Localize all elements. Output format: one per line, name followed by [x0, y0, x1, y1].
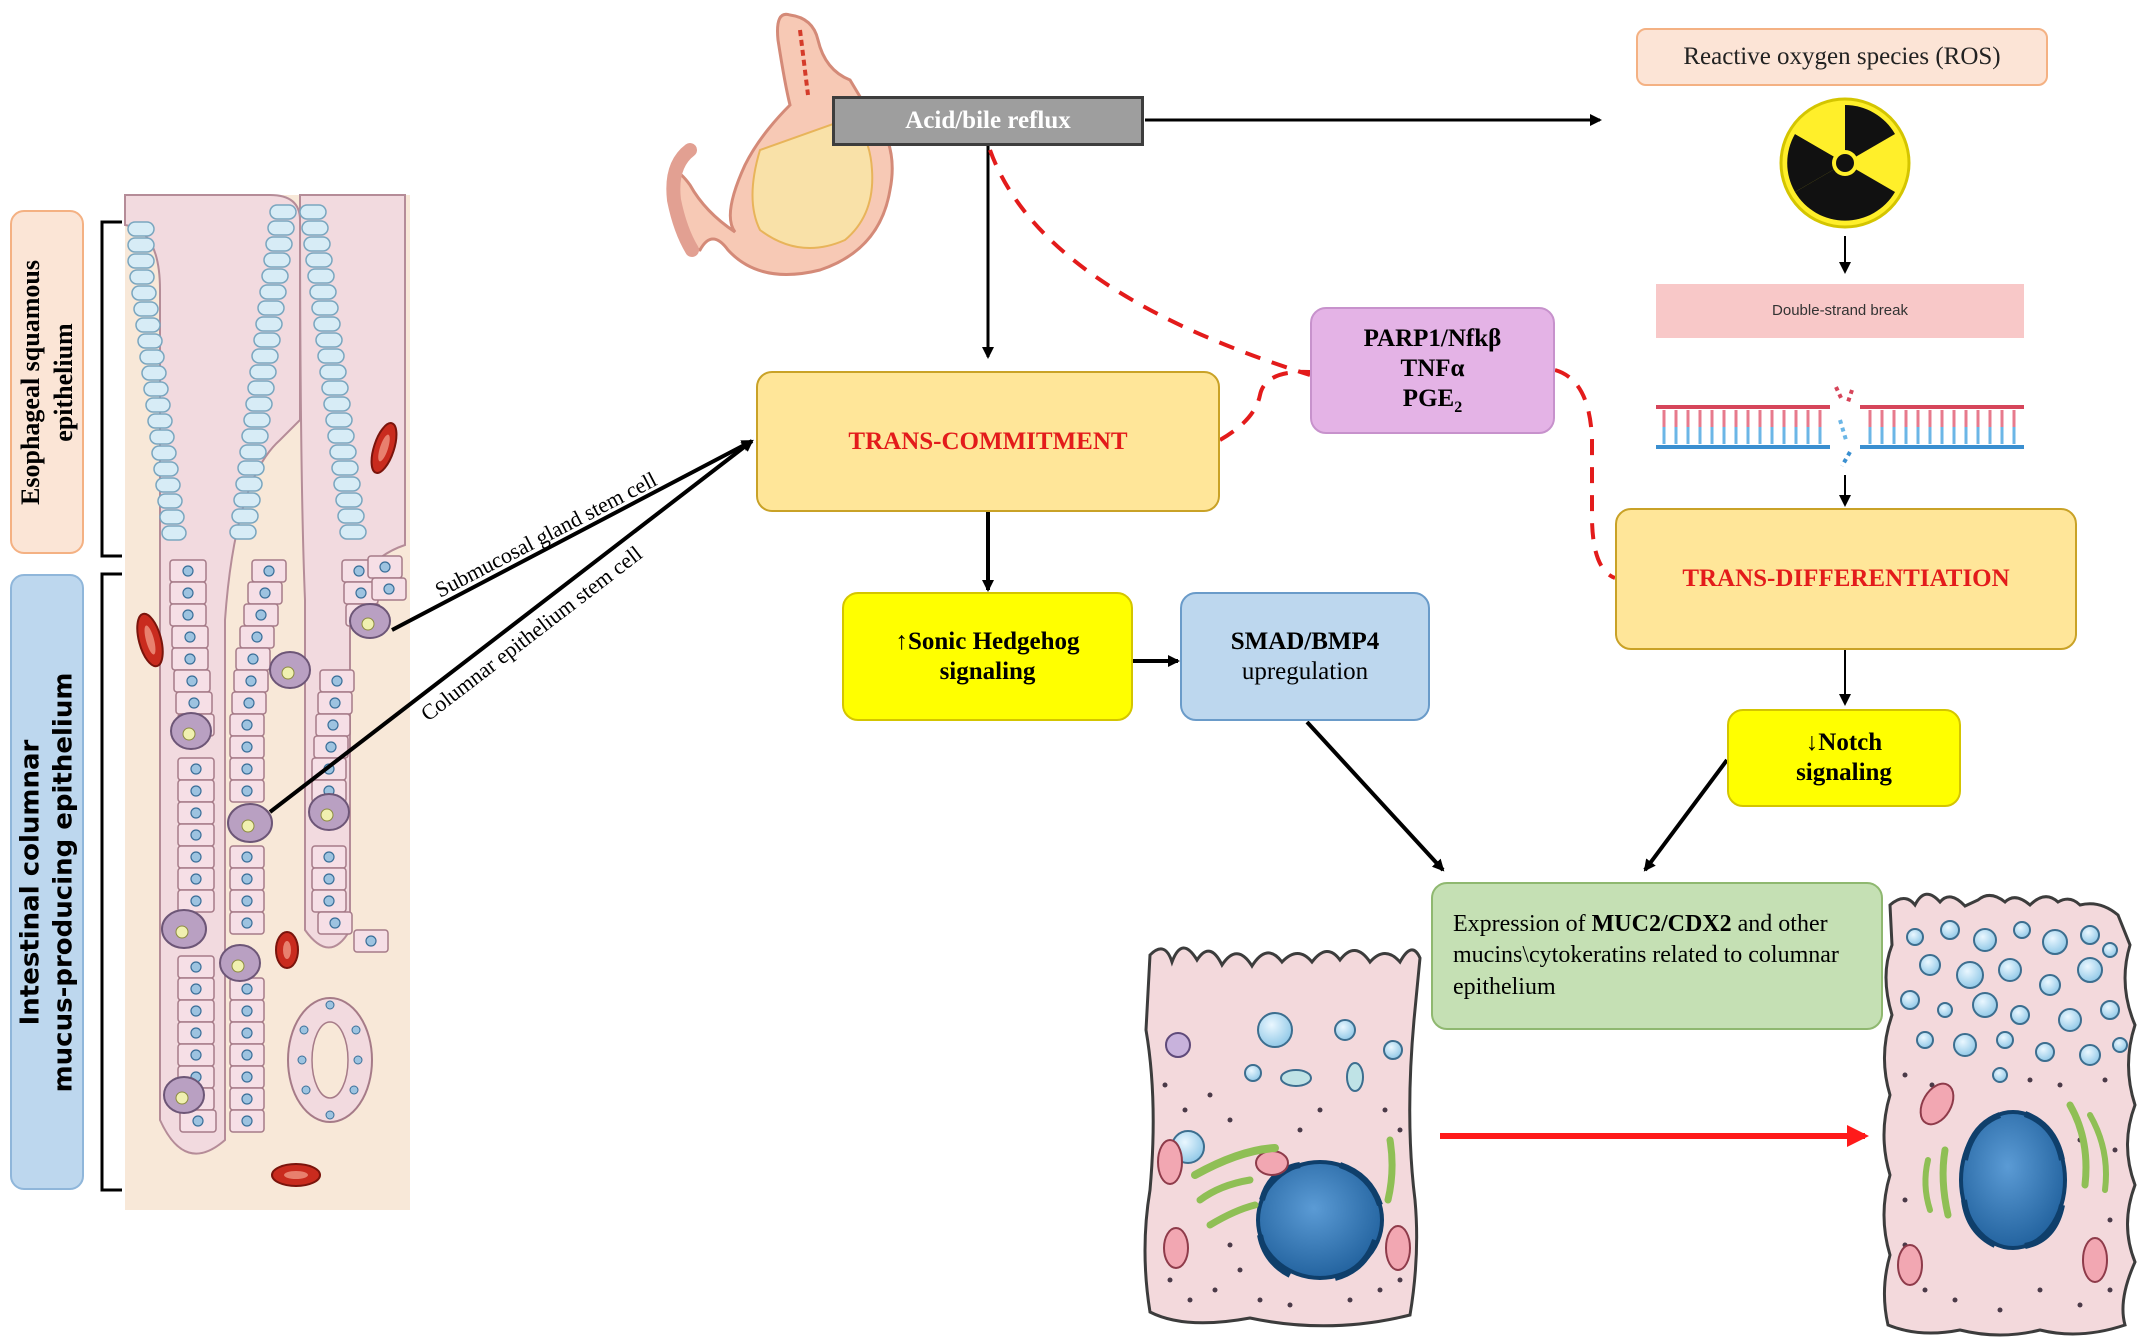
- expression-suffix: and other mucins\cytokeratins related to…: [1453, 911, 1839, 1000]
- original-cell-illustration: [1143, 946, 1422, 1328]
- esophageal-label-text: Esophageal squamous epithelium: [15, 260, 80, 505]
- intestinal-label-text: Intestinal columnar mucus-producing epit…: [15, 672, 80, 1092]
- arrow-columnar-stem: [268, 439, 754, 814]
- shh-line1: ↑Sonic Hedgehog: [895, 627, 1080, 655]
- expression-box: Expression of MUC2/CDX2 and other mucins…: [1431, 882, 1883, 1030]
- intestinal-label: Intestinal columnar mucus-producing epit…: [10, 574, 84, 1190]
- esophageal-label: Esophageal squamous epithelium: [10, 210, 84, 554]
- parp-line3: PGE2: [1403, 384, 1462, 417]
- intestinal-line2: mucus-producing epithelium: [48, 672, 79, 1092]
- notch-box: ↓Notch signaling: [1727, 709, 1961, 807]
- epithelium-illustration: [124, 194, 410, 1210]
- trans-commitment-label: TRANS-COMMITMENT: [848, 427, 1128, 455]
- arrow-submucosal: [391, 439, 754, 632]
- esophageal-line1: Esophageal squamous: [15, 259, 45, 505]
- double-strand-break-band: Double-strand break: [1656, 284, 2024, 338]
- esophageal-bracket: [100, 220, 122, 558]
- parp-line2: TNFα: [1400, 354, 1465, 382]
- parp-line3-text: PGE: [1402, 384, 1455, 412]
- shh-line2: signaling: [939, 657, 1036, 685]
- arrow-smad-expression: [1305, 720, 1445, 872]
- expression-text: Expression of MUC2/CDX2 and other mucins…: [1453, 909, 1861, 1003]
- transformed-cell-illustration: [1882, 892, 2137, 1337]
- trans-differentiation-label: TRANS-DIFFERENTIATION: [1682, 565, 2010, 592]
- smad-line2: upregulation: [1241, 657, 1369, 685]
- label-submucosal: Submucosal gland stem cell: [431, 467, 661, 603]
- esophageal-line2: epithelium: [48, 322, 78, 442]
- sonic-hedgehog-box: ↑Sonic Hedgehog signaling: [842, 592, 1133, 721]
- intestinal-line1: Intestinal columnar: [15, 739, 46, 1025]
- expression-prefix: Expression of: [1453, 911, 1592, 938]
- dashed-parp-differentiation: [1554, 368, 1616, 580]
- stomach-illustration: [666, 12, 894, 276]
- dashed-reflux-parp: [988, 149, 1311, 377]
- radiation-icon: [1779, 97, 1911, 229]
- parp-inflammation-box: PARP1/Nfkβ TNFα PGE2: [1310, 307, 1555, 434]
- label-columnar-stem: Columnar epithelium stem cell: [416, 541, 647, 726]
- acid-bile-reflux-label: Acid/bile reflux: [905, 107, 1071, 134]
- trans-differentiation-box: TRANS-DIFFERENTIATION: [1615, 508, 2077, 650]
- smad-line1: SMAD/BMP4: [1230, 627, 1380, 655]
- double-strand-break-label: Double-strand break: [1772, 302, 1908, 319]
- acid-bile-reflux-box: Acid/bile reflux: [832, 96, 1144, 146]
- parp-line1: PARP1/Nfkβ: [1363, 324, 1502, 352]
- dashed-parp-commitment: [1219, 369, 1311, 442]
- trans-commitment-box: TRANS-COMMITMENT: [756, 371, 1220, 512]
- smad-bmp4-box: SMAD/BMP4 upregulation: [1180, 592, 1430, 721]
- parp-line3-sub: 2: [1454, 398, 1463, 416]
- arrow-notch-expression: [1643, 758, 1729, 872]
- ros-label: Reactive oxygen species (ROS): [1683, 43, 2001, 70]
- intestinal-bracket: [100, 572, 122, 1192]
- notch-line2: signaling: [1796, 759, 1892, 786]
- dna-strand-icon: [1656, 386, 2024, 467]
- ros-box: Reactive oxygen species (ROS): [1636, 28, 2048, 86]
- notch-line1: ↓Notch: [1805, 729, 1883, 756]
- expression-bold: MUC2/CDX2: [1591, 911, 1732, 938]
